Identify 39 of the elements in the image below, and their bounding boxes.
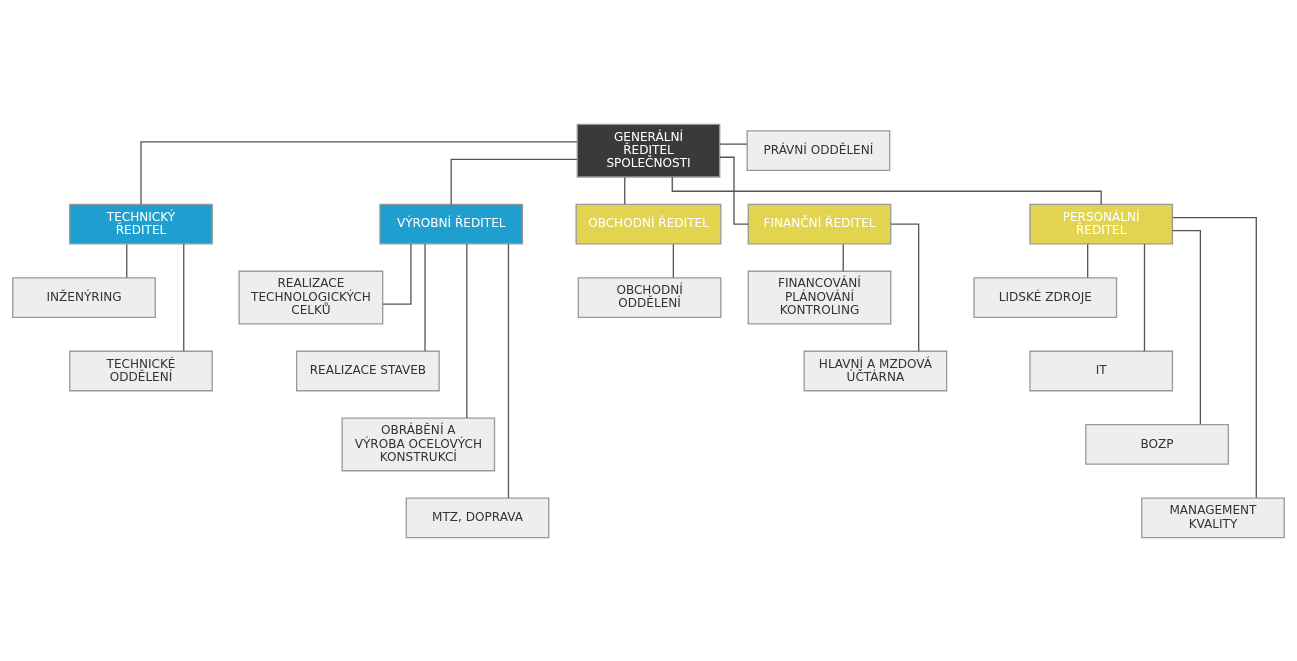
connector — [450, 158, 578, 205]
connector — [671, 175, 1102, 205]
connector — [1087, 243, 1089, 278]
connector — [1143, 242, 1146, 352]
node-box: HLAVNÍ A MZDOVÁ ÚČTÁRNA — [803, 350, 948, 391]
connector — [1172, 229, 1202, 425]
connector — [719, 142, 748, 145]
connector — [466, 242, 468, 419]
connector — [183, 242, 185, 352]
connector — [624, 176, 626, 205]
connector — [382, 242, 412, 305]
node-box: MANAGEMENT KVALITY — [1141, 497, 1285, 538]
node-box: OBCHODNÍ ODDĚLENÍ — [577, 276, 722, 318]
node-box: MTZ, DOPRAVA — [405, 497, 550, 538]
connector — [672, 243, 674, 278]
node-box: GENERÁLNÍ ŘEDITEL SPOLEČNOSTI — [576, 123, 721, 178]
connector — [890, 222, 920, 352]
node-box: IT — [1029, 350, 1174, 391]
node-box: REALIZACE STAVEB — [296, 350, 440, 391]
connector — [1172, 216, 1257, 498]
node-box: REALIZACE TECHNOLOGICKÝCH CELKŮ — [238, 270, 384, 325]
node-box: VÝROBNÍ ŘEDITEL — [379, 203, 524, 244]
node-box: PRÁVNÍ ODDĚLENÍ — [746, 129, 891, 171]
node-box: INŽENÝRING — [12, 276, 156, 318]
connector — [140, 140, 578, 205]
node-box: FINANCOVÁNÍ PLÁNOVÁNÍ KONTROLING — [747, 270, 892, 325]
node-box: TECHNICKÝ ŘEDITEL — [69, 203, 213, 244]
connector — [507, 242, 510, 499]
node-box: TECHNICKÉ ODDĚLENÍ — [69, 350, 213, 391]
node-box: LIDSKÉ ZDROJE — [973, 276, 1118, 318]
node-box: FINANČNÍ ŘEDITEL — [747, 203, 892, 244]
connector — [842, 243, 844, 272]
connector — [126, 243, 128, 278]
node-box: PERSONÁLNÍ ŘEDITEL — [1029, 203, 1174, 244]
node-box: BOZP — [1085, 423, 1229, 465]
connector — [719, 156, 749, 225]
node-box: OBRÁBĚNÍ A VÝROBA OCELOVÝCH KONSTRUKCÍ — [341, 416, 496, 471]
node-box: OBCHODNÍ ŘEDITEL — [575, 203, 722, 244]
connector — [424, 242, 426, 352]
